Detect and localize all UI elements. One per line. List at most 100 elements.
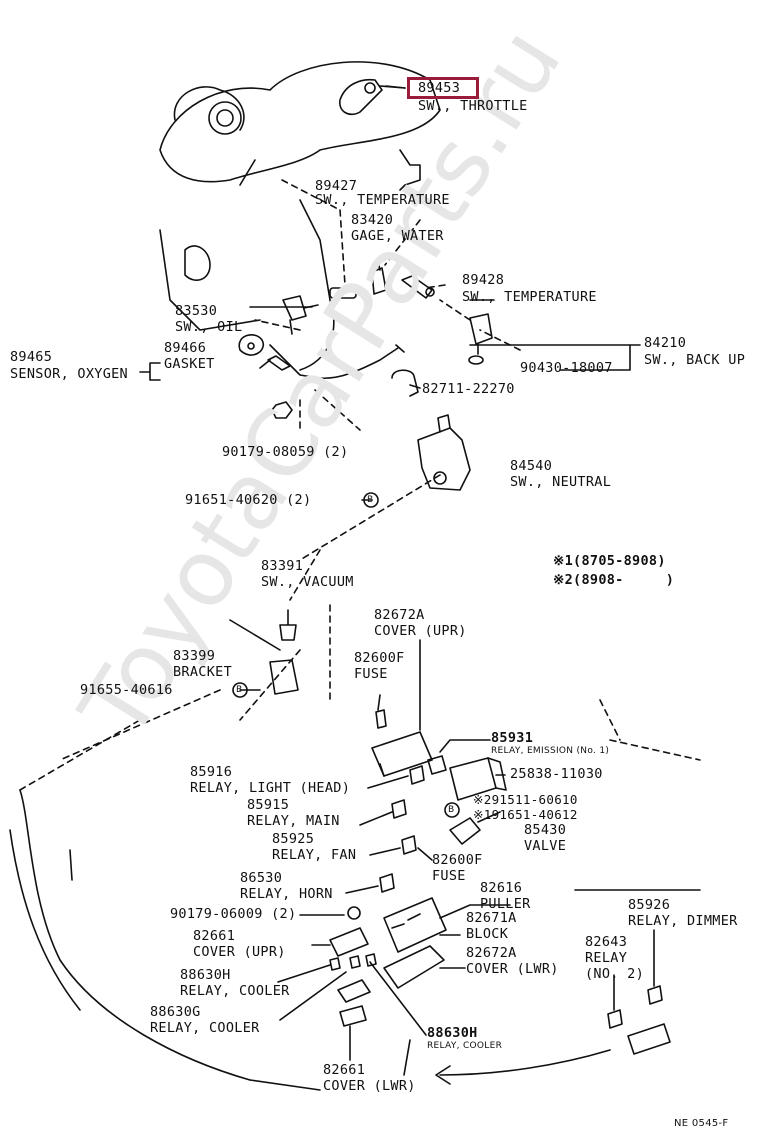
- temperature-switch-1: [329, 287, 365, 299]
- backup-number[interactable]: 84210: [644, 335, 687, 351]
- cover-661-upr-part: [329, 927, 369, 957]
- figure-code: NE 0545-F: [674, 1118, 729, 1129]
- fan-number[interactable]: 85925: [272, 831, 315, 847]
- nut2-number[interactable]: 90179-06009 (2): [170, 906, 297, 922]
- throttle-part-name: SW., THROTTLE: [418, 98, 528, 114]
- puller-number[interactable]: 82616: [480, 880, 523, 896]
- fuse2-name: FUSE: [432, 868, 466, 884]
- fan-name: RELAY, FAN: [272, 847, 357, 863]
- dimmer-relay-part: [647, 985, 663, 1005]
- clamp-number[interactable]: 82711-22270: [422, 381, 515, 397]
- clamp-part: [391, 369, 419, 397]
- bolt4-number[interactable]: ※191651-40612: [473, 807, 578, 822]
- main-name: RELAY, MAIN: [247, 813, 340, 829]
- leader-lines: [139, 85, 655, 1076]
- fuse1-number[interactable]: 82600F: [354, 650, 405, 666]
- main-number[interactable]: 85915: [247, 797, 290, 813]
- cover-upr-part: [371, 731, 433, 777]
- dimmer-name: RELAY, DIMMER: [628, 913, 738, 929]
- fan-relay-part: [401, 835, 417, 855]
- box-25838-part: [449, 757, 507, 801]
- emission-relay-part: [427, 755, 447, 775]
- headlight-name: RELAY, LIGHT (HEAD): [190, 780, 351, 796]
- gasket-number[interactable]: 89466: [164, 340, 207, 356]
- emission-number[interactable]: 85931: [491, 730, 534, 746]
- relay2-number[interactable]: 82643: [585, 934, 628, 950]
- vacuum-name: SW., VACUUM: [261, 574, 354, 590]
- nut-part: [271, 401, 293, 419]
- emission-name: RELAY, EMISSION (No. 1): [491, 746, 610, 756]
- cover-661-lwr-part: [337, 979, 371, 1027]
- neutral-number[interactable]: 84540: [510, 458, 553, 474]
- oil-number[interactable]: 83530: [175, 303, 218, 319]
- cooler3-number[interactable]: 88630H: [427, 1025, 478, 1041]
- bolt3-number[interactable]: ※291511-60610: [473, 792, 578, 807]
- b-mark-1: B: [367, 495, 374, 505]
- coverlwr-name: COVER (LWR): [466, 961, 559, 977]
- coverupr-name: COVER (UPR): [374, 623, 467, 639]
- cooler1-number[interactable]: 88630H: [180, 967, 231, 983]
- coverupr-number[interactable]: 82672A: [374, 607, 425, 623]
- engine-outline: [159, 61, 441, 371]
- puller-name: PULLER: [480, 896, 531, 912]
- vacuum-switch-part: [229, 609, 299, 695]
- temp2-number[interactable]: 89428: [462, 272, 505, 288]
- valve-name: VALVE: [524, 838, 567, 854]
- horn-relay-part: [379, 873, 395, 893]
- cooler2-number[interactable]: 88630G: [150, 1004, 201, 1020]
- nut-number[interactable]: 90179-08059 (2): [222, 444, 349, 460]
- gage-name: GAGE, WATER: [351, 228, 444, 244]
- dimmer-number[interactable]: 85926: [628, 897, 671, 913]
- valve-number[interactable]: 85430: [524, 822, 567, 838]
- backup-switch-part: [468, 313, 493, 365]
- main-relay-part: [391, 799, 407, 819]
- oxy-number[interactable]: 89465: [10, 349, 53, 365]
- vacuum-number[interactable]: 83391: [261, 558, 304, 574]
- horn-number[interactable]: 86530: [240, 870, 283, 886]
- cover661u-number[interactable]: 82661: [193, 928, 236, 944]
- note-1: ※1(8705-8908): [553, 553, 666, 569]
- cooler2-name: RELAY, COOLER: [150, 1020, 260, 1036]
- headlight-relay-part: [409, 765, 425, 785]
- highlight-box[interactable]: [407, 77, 479, 99]
- block-name: BLOCK: [466, 926, 509, 942]
- cooler3-name: RELAY, COOLER: [427, 1041, 503, 1051]
- leader-lines-top: [59, 179, 701, 761]
- oxygen-sensor-part: [238, 334, 405, 380]
- fuse1-name: FUSE: [354, 666, 388, 682]
- bracket-name: BRACKET: [173, 664, 232, 680]
- b-mark-3: B: [448, 805, 455, 815]
- coverlwr-number[interactable]: 82672A: [466, 945, 517, 961]
- relay-block-part: [383, 897, 447, 953]
- relay2-part: [607, 1009, 623, 1029]
- bolt2-number[interactable]: 91655-40616: [80, 682, 173, 698]
- note-2: ※2(8908- ): [553, 572, 675, 588]
- neutral-switch-part: [417, 414, 471, 491]
- neutral-name: SW., NEUTRAL: [510, 474, 612, 490]
- fuse2-number[interactable]: 82600F: [432, 852, 483, 868]
- bracket-number[interactable]: 83399: [173, 648, 216, 664]
- r25838-number[interactable]: 25838-11030: [510, 766, 603, 782]
- temperature-switch-2: [401, 275, 435, 299]
- cover661l-number[interactable]: 82661: [323, 1062, 366, 1078]
- throttle-part-number[interactable]: 89453: [418, 80, 461, 96]
- water-gage-part: [371, 261, 387, 295]
- body-outline-lower: [9, 719, 321, 1091]
- cooler-relay-parts: [329, 953, 377, 971]
- cooler1-name: RELAY, COOLER: [180, 983, 290, 999]
- headlight-number[interactable]: 85916: [190, 764, 233, 780]
- arrow-lower: [439, 1049, 611, 1076]
- gage-number[interactable]: 83420: [351, 212, 394, 228]
- gasket-name: GASKET: [164, 356, 215, 372]
- temp1-number[interactable]: 89427: [315, 178, 358, 194]
- bolt1-number[interactable]: 91651-40620 (2): [185, 492, 312, 508]
- valve-part: [449, 811, 501, 845]
- washer-number[interactable]: 90430-18007: [520, 360, 613, 376]
- throttle-switch-part: [339, 78, 406, 116]
- backup-name: SW., BACK UP: [644, 352, 746, 368]
- block-number[interactable]: 82671A: [466, 910, 517, 926]
- fuse-part: [375, 709, 387, 729]
- bolt-b-marks: [232, 492, 460, 818]
